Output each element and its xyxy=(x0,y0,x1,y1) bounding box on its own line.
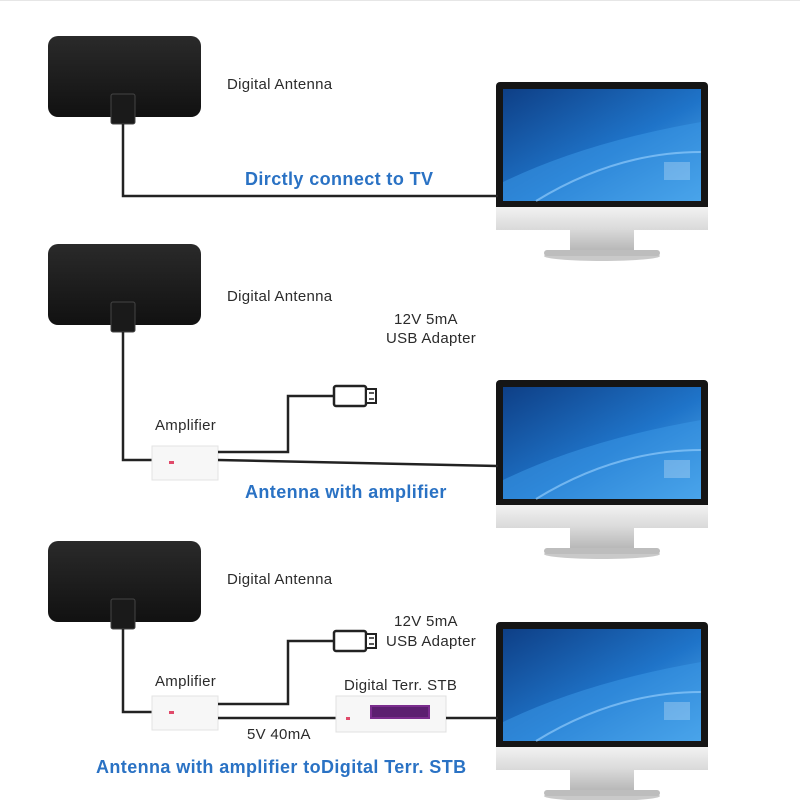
antenna-label: Digital Antenna xyxy=(227,571,333,588)
usb-plug-icon xyxy=(332,384,378,408)
panel-1-direct xyxy=(47,35,709,262)
stb-box-icon xyxy=(335,695,447,733)
antenna-label: Digital Antenna xyxy=(227,288,333,305)
panel-2-amplifier xyxy=(47,243,709,560)
usb-plug-icon xyxy=(332,629,378,653)
antenna-icon xyxy=(47,35,202,125)
adapter-label-line1: 12V 5mA xyxy=(394,311,458,328)
tv-monitor-icon xyxy=(495,379,709,560)
panel-3-stb xyxy=(47,540,709,800)
cable-line xyxy=(121,124,498,198)
antenna-icon xyxy=(47,243,202,333)
antenna-label: Digital Antenna xyxy=(227,76,333,93)
voltage-label: 5V 40mA xyxy=(247,726,311,743)
cable-line xyxy=(121,629,152,714)
tv-monitor-icon xyxy=(495,621,709,800)
top-divider xyxy=(0,0,800,1)
amplifier-icon xyxy=(151,695,219,731)
panel-caption: Antenna with amplifier xyxy=(245,482,447,502)
adapter-label-line1: 12V 5mA xyxy=(394,613,458,630)
cable-line xyxy=(121,332,152,462)
amplifier-label: Amplifier xyxy=(155,417,217,434)
adapter-label-line2: USB Adapter xyxy=(386,330,477,347)
amplifier-label: Amplifier xyxy=(155,673,217,690)
antenna-icon xyxy=(47,540,202,630)
stb-label: Digital Terr. STB xyxy=(344,677,458,694)
panel-caption: Dirctly connect to TV xyxy=(245,169,434,189)
tv-monitor-icon xyxy=(495,81,709,262)
usb-cable-line xyxy=(218,639,334,706)
cable-line xyxy=(217,458,499,468)
panel-caption: Antenna with amplifier toDigital Terr. S… xyxy=(96,757,467,777)
usb-cable-line xyxy=(218,394,334,454)
amplifier-icon xyxy=(151,445,219,481)
adapter-label-line2: USB Adapter xyxy=(386,633,477,650)
